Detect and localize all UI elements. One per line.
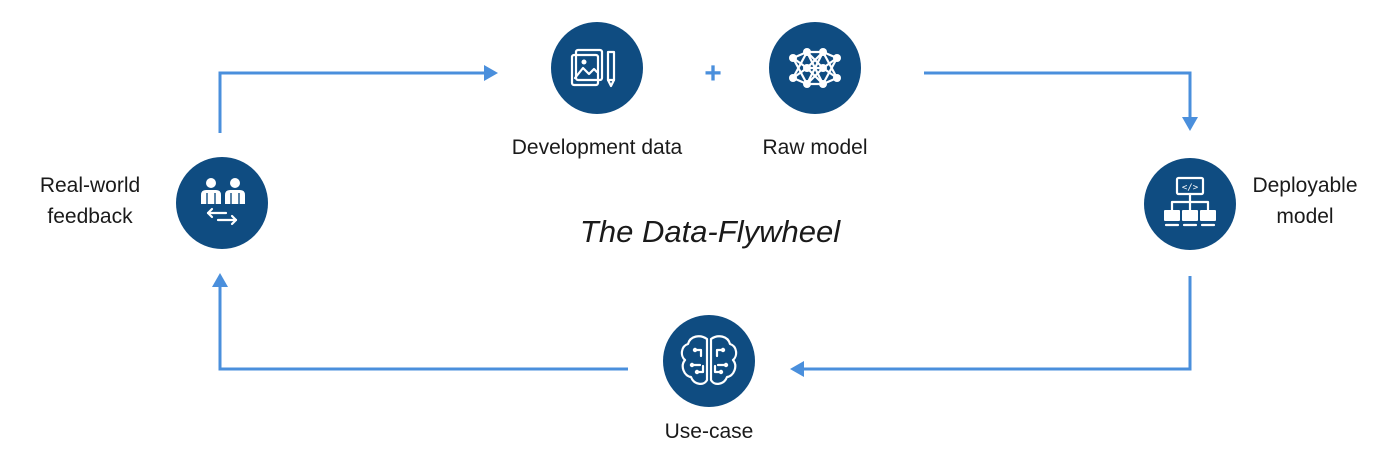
image-pencil-icon — [570, 48, 616, 88]
arrowhead-deployable-to-usecase — [790, 361, 804, 377]
svg-text:</>: </> — [1182, 183, 1199, 193]
real-world-feedback-node — [176, 157, 268, 249]
arrow-model-to-deployable — [924, 71, 1192, 118]
use-case-node — [663, 315, 755, 407]
deployable-model-label: Deployable model — [1240, 170, 1370, 232]
deployable-model-label-line1: Deployable — [1252, 174, 1358, 197]
raw-model-node — [769, 22, 861, 114]
arrowhead-usecase-to-feedback — [212, 273, 228, 287]
real-world-feedback-label-line2: feedback — [47, 205, 133, 228]
deployable-model-label-line2: model — [1276, 205, 1334, 228]
arrowhead-model-to-deployable — [1182, 117, 1198, 131]
plus-sign: + — [704, 57, 722, 90]
neural-network-icon — [789, 48, 841, 88]
flow-arrows — [212, 65, 1198, 377]
users-exchange-icon — [201, 178, 245, 226]
development-data-node — [551, 22, 643, 114]
arrowhead-feedback-to-data — [484, 65, 498, 81]
use-case-label: Use-case — [664, 420, 754, 443]
real-world-feedback-label-line1: Real-world — [39, 174, 141, 197]
arrow-deployable-to-usecase — [802, 276, 1192, 371]
raw-model-label: Raw model — [762, 136, 868, 159]
real-world-feedback-label: Real-world feedback — [20, 170, 160, 232]
brain-circuit-icon — [680, 335, 738, 385]
diagram-title: The Data-Flywheel — [579, 214, 841, 249]
arrow-usecase-to-feedback — [218, 286, 628, 371]
arrow-feedback-to-data — [218, 71, 486, 133]
code-hierarchy-icon: </> — [1164, 176, 1216, 227]
development-data-label: Development data — [511, 136, 683, 159]
deployable-model-node: </> — [1144, 158, 1236, 250]
